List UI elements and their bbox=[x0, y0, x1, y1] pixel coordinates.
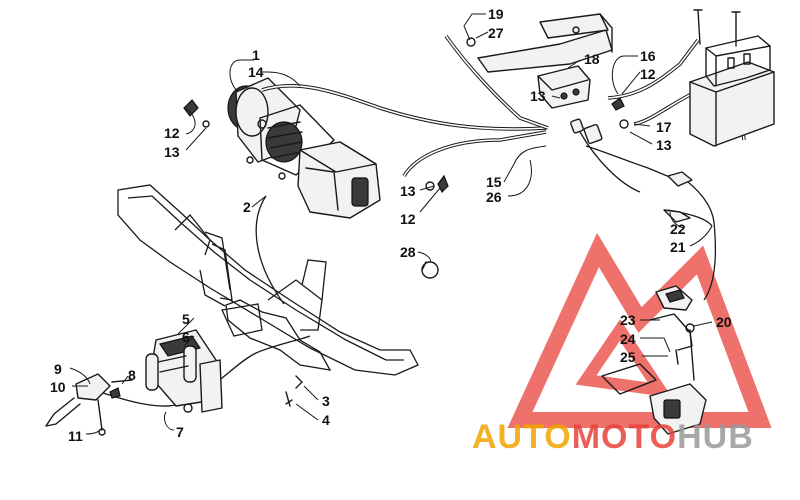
callout-20: 20 bbox=[716, 314, 732, 330]
callout-13: 13 bbox=[656, 137, 672, 153]
callout-14: 14 bbox=[248, 64, 264, 80]
winch-assembly bbox=[227, 77, 381, 219]
callout-7: 7 bbox=[176, 424, 184, 440]
svg-text:AUTOMOTOHUB: AUTOMOTOHUB bbox=[472, 418, 754, 456]
callout-5: 5 bbox=[182, 311, 190, 327]
callout-16: 16 bbox=[640, 48, 656, 64]
bumper-frame bbox=[117, 184, 419, 376]
callout-13: 13 bbox=[530, 88, 546, 104]
callout-9: 9 bbox=[54, 361, 62, 377]
watermark-hub: HUB bbox=[677, 418, 754, 456]
callout-26: 26 bbox=[486, 189, 502, 205]
callout-12: 12 bbox=[640, 66, 656, 82]
callout-18: 18 bbox=[584, 51, 600, 67]
handlebar-bracket-right bbox=[601, 285, 707, 435]
handlebar-switch bbox=[45, 373, 133, 436]
contactor-bracket bbox=[466, 13, 613, 145]
battery bbox=[689, 9, 775, 147]
callout-numbers: 1 14 12 13 2 19 27 18 13 16 12 17 13 13 … bbox=[50, 6, 732, 444]
callout-24: 24 bbox=[620, 331, 636, 347]
watermark-moto: MOTO bbox=[572, 418, 677, 456]
callout-4: 4 bbox=[322, 412, 330, 428]
leader-lines bbox=[69, 13, 713, 435]
watermark-triangle-outer bbox=[507, 232, 772, 428]
callout-25: 25 bbox=[620, 349, 636, 365]
hardware bbox=[183, 97, 693, 407]
callout-12: 12 bbox=[400, 211, 416, 227]
callout-22: 22 bbox=[670, 221, 686, 237]
callout-19: 19 bbox=[488, 6, 504, 22]
callout-13: 13 bbox=[164, 144, 180, 160]
watermark-triangle-inner bbox=[575, 319, 673, 398]
callout-11: 11 bbox=[68, 428, 83, 444]
watermark-auto: AUTO bbox=[472, 418, 572, 456]
callout-2: 2 bbox=[243, 199, 251, 215]
watermark-text: AUTOMOTOHUB bbox=[472, 418, 754, 456]
callout-8: 8 bbox=[128, 367, 136, 383]
callout-12: 12 bbox=[164, 125, 180, 141]
callout-3: 3 bbox=[322, 393, 330, 409]
callout-10: 10 bbox=[50, 379, 66, 395]
callout-17: 17 bbox=[656, 119, 672, 135]
callout-23: 23 bbox=[620, 312, 636, 328]
callout-13: 13 bbox=[400, 183, 416, 199]
watermark-logo bbox=[507, 232, 772, 428]
fairlead-mount bbox=[145, 329, 223, 413]
callout-15: 15 bbox=[486, 174, 502, 190]
callout-28: 28 bbox=[400, 244, 416, 260]
callout-6: 6 bbox=[182, 329, 190, 345]
callout-1: 1 bbox=[252, 47, 260, 63]
callout-21: 21 bbox=[670, 239, 686, 255]
callout-27: 27 bbox=[488, 25, 504, 41]
